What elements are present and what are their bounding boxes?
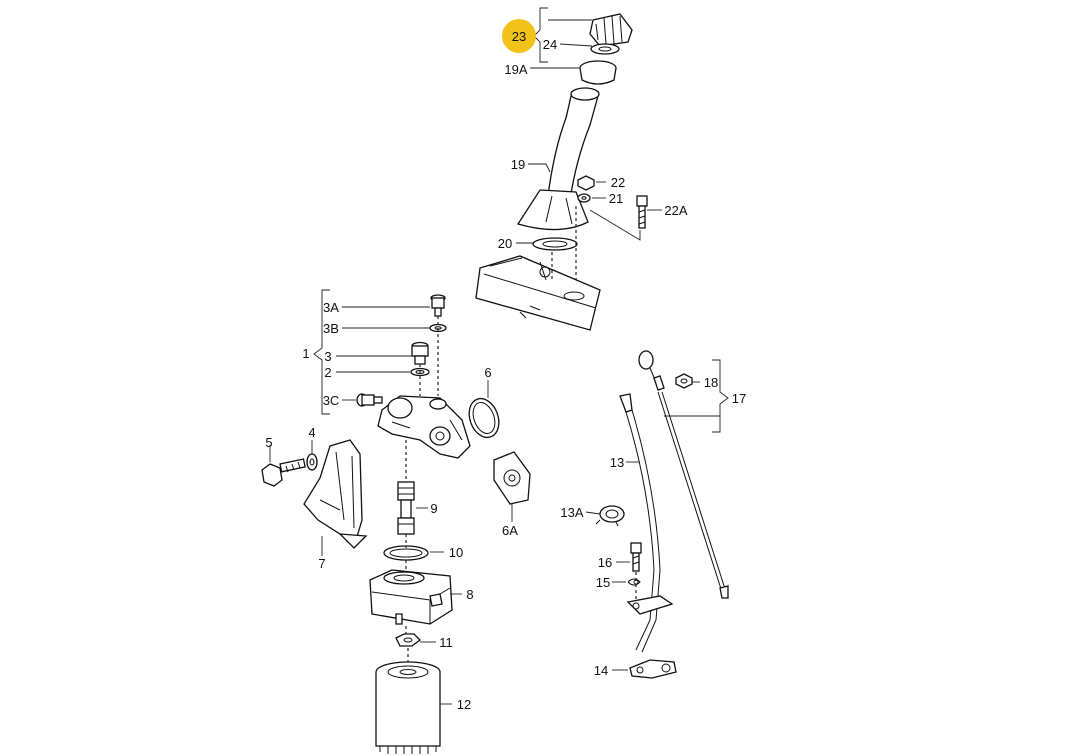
dipstick-17-part[interactable] — [638, 350, 729, 599]
nut-22-part[interactable] — [577, 175, 595, 191]
filler-cap-part[interactable] — [589, 13, 633, 47]
callout-3C[interactable]: 3C — [323, 393, 340, 408]
cooler-8-part[interactable] — [369, 569, 453, 625]
washer-15-part[interactable] — [627, 578, 641, 586]
callout-1[interactable]: 1 — [302, 346, 309, 361]
o-ring-10-part[interactable] — [383, 545, 429, 561]
gasket-14-part[interactable] — [629, 659, 677, 679]
clip-13A-part[interactable] — [595, 505, 625, 527]
callout-3A[interactable]: 3A — [323, 300, 339, 315]
callout-13A[interactable]: 13A — [560, 505, 583, 520]
filler-tube-part[interactable] — [516, 87, 600, 231]
callout-17[interactable]: 17 — [732, 391, 746, 406]
callout-6[interactable]: 6 — [484, 365, 491, 380]
callout-11[interactable]: 11 — [439, 635, 453, 650]
cover-6A-part[interactable] — [493, 451, 531, 505]
guide-tube-13-part[interactable] — [619, 393, 661, 653]
washer-4-part[interactable] — [306, 453, 318, 471]
screw-3A-part[interactable] — [430, 294, 446, 317]
bolt-5-part[interactable] — [261, 458, 306, 487]
callout-24[interactable]: 24 — [543, 37, 557, 52]
callout-19A[interactable]: 19A — [504, 62, 527, 77]
tube-gasket-part[interactable] — [532, 237, 578, 251]
bolt-22A-part[interactable] — [636, 195, 648, 229]
cap-ring-part[interactable] — [579, 60, 617, 85]
sensor-3C-part[interactable] — [356, 393, 383, 407]
callout-4[interactable]: 4 — [308, 425, 315, 440]
callout-22[interactable]: 22 — [611, 175, 625, 190]
callout-22A[interactable]: 22A — [664, 203, 687, 218]
oil-filter-12-part[interactable] — [375, 661, 441, 754]
bracket-7-part[interactable] — [303, 439, 368, 549]
callout-16[interactable]: 16 — [598, 555, 612, 570]
callout-18[interactable]: 18 — [704, 375, 718, 390]
callout-5[interactable]: 5 — [265, 435, 272, 450]
callout-7[interactable]: 7 — [318, 556, 325, 571]
washer-21-part[interactable] — [577, 193, 591, 203]
callout-highlight-23[interactable] — [502, 19, 536, 53]
pipe-9-part[interactable] — [397, 481, 415, 535]
callout-14[interactable]: 14 — [594, 663, 608, 678]
callout-3[interactable]: 3 — [324, 349, 331, 364]
callout-19[interactable]: 19 — [511, 157, 525, 172]
callout-20[interactable]: 20 — [498, 236, 512, 251]
callout-9[interactable]: 9 — [430, 501, 437, 516]
callout-23[interactable]: 23 — [512, 29, 526, 44]
leader-lines — [269, 7, 729, 705]
cylinder-head-cover-part — [475, 255, 601, 331]
callout-12[interactable]: 12 — [457, 697, 471, 712]
callout-2[interactable]: 2 — [324, 365, 331, 380]
callout-13[interactable]: 13 — [610, 455, 624, 470]
callout-6A[interactable]: 6A — [502, 523, 518, 538]
o-ring-6-part[interactable] — [464, 394, 504, 441]
guide-ring-18-part[interactable] — [675, 373, 693, 389]
callout-8[interactable]: 8 — [466, 587, 473, 602]
bolt-16-part[interactable] — [630, 542, 642, 572]
callout-21[interactable]: 21 — [609, 191, 623, 206]
oil-filter-housing-part[interactable] — [377, 395, 471, 459]
nut-11-part[interactable] — [395, 633, 421, 647]
callout-3B[interactable]: 3B — [323, 321, 339, 336]
plug-3-part[interactable] — [411, 341, 429, 365]
bracket-mount-part — [626, 595, 674, 615]
cap-seal-part[interactable] — [590, 43, 620, 55]
callout-15[interactable]: 15 — [596, 575, 610, 590]
callout-10[interactable]: 10 — [449, 545, 463, 560]
